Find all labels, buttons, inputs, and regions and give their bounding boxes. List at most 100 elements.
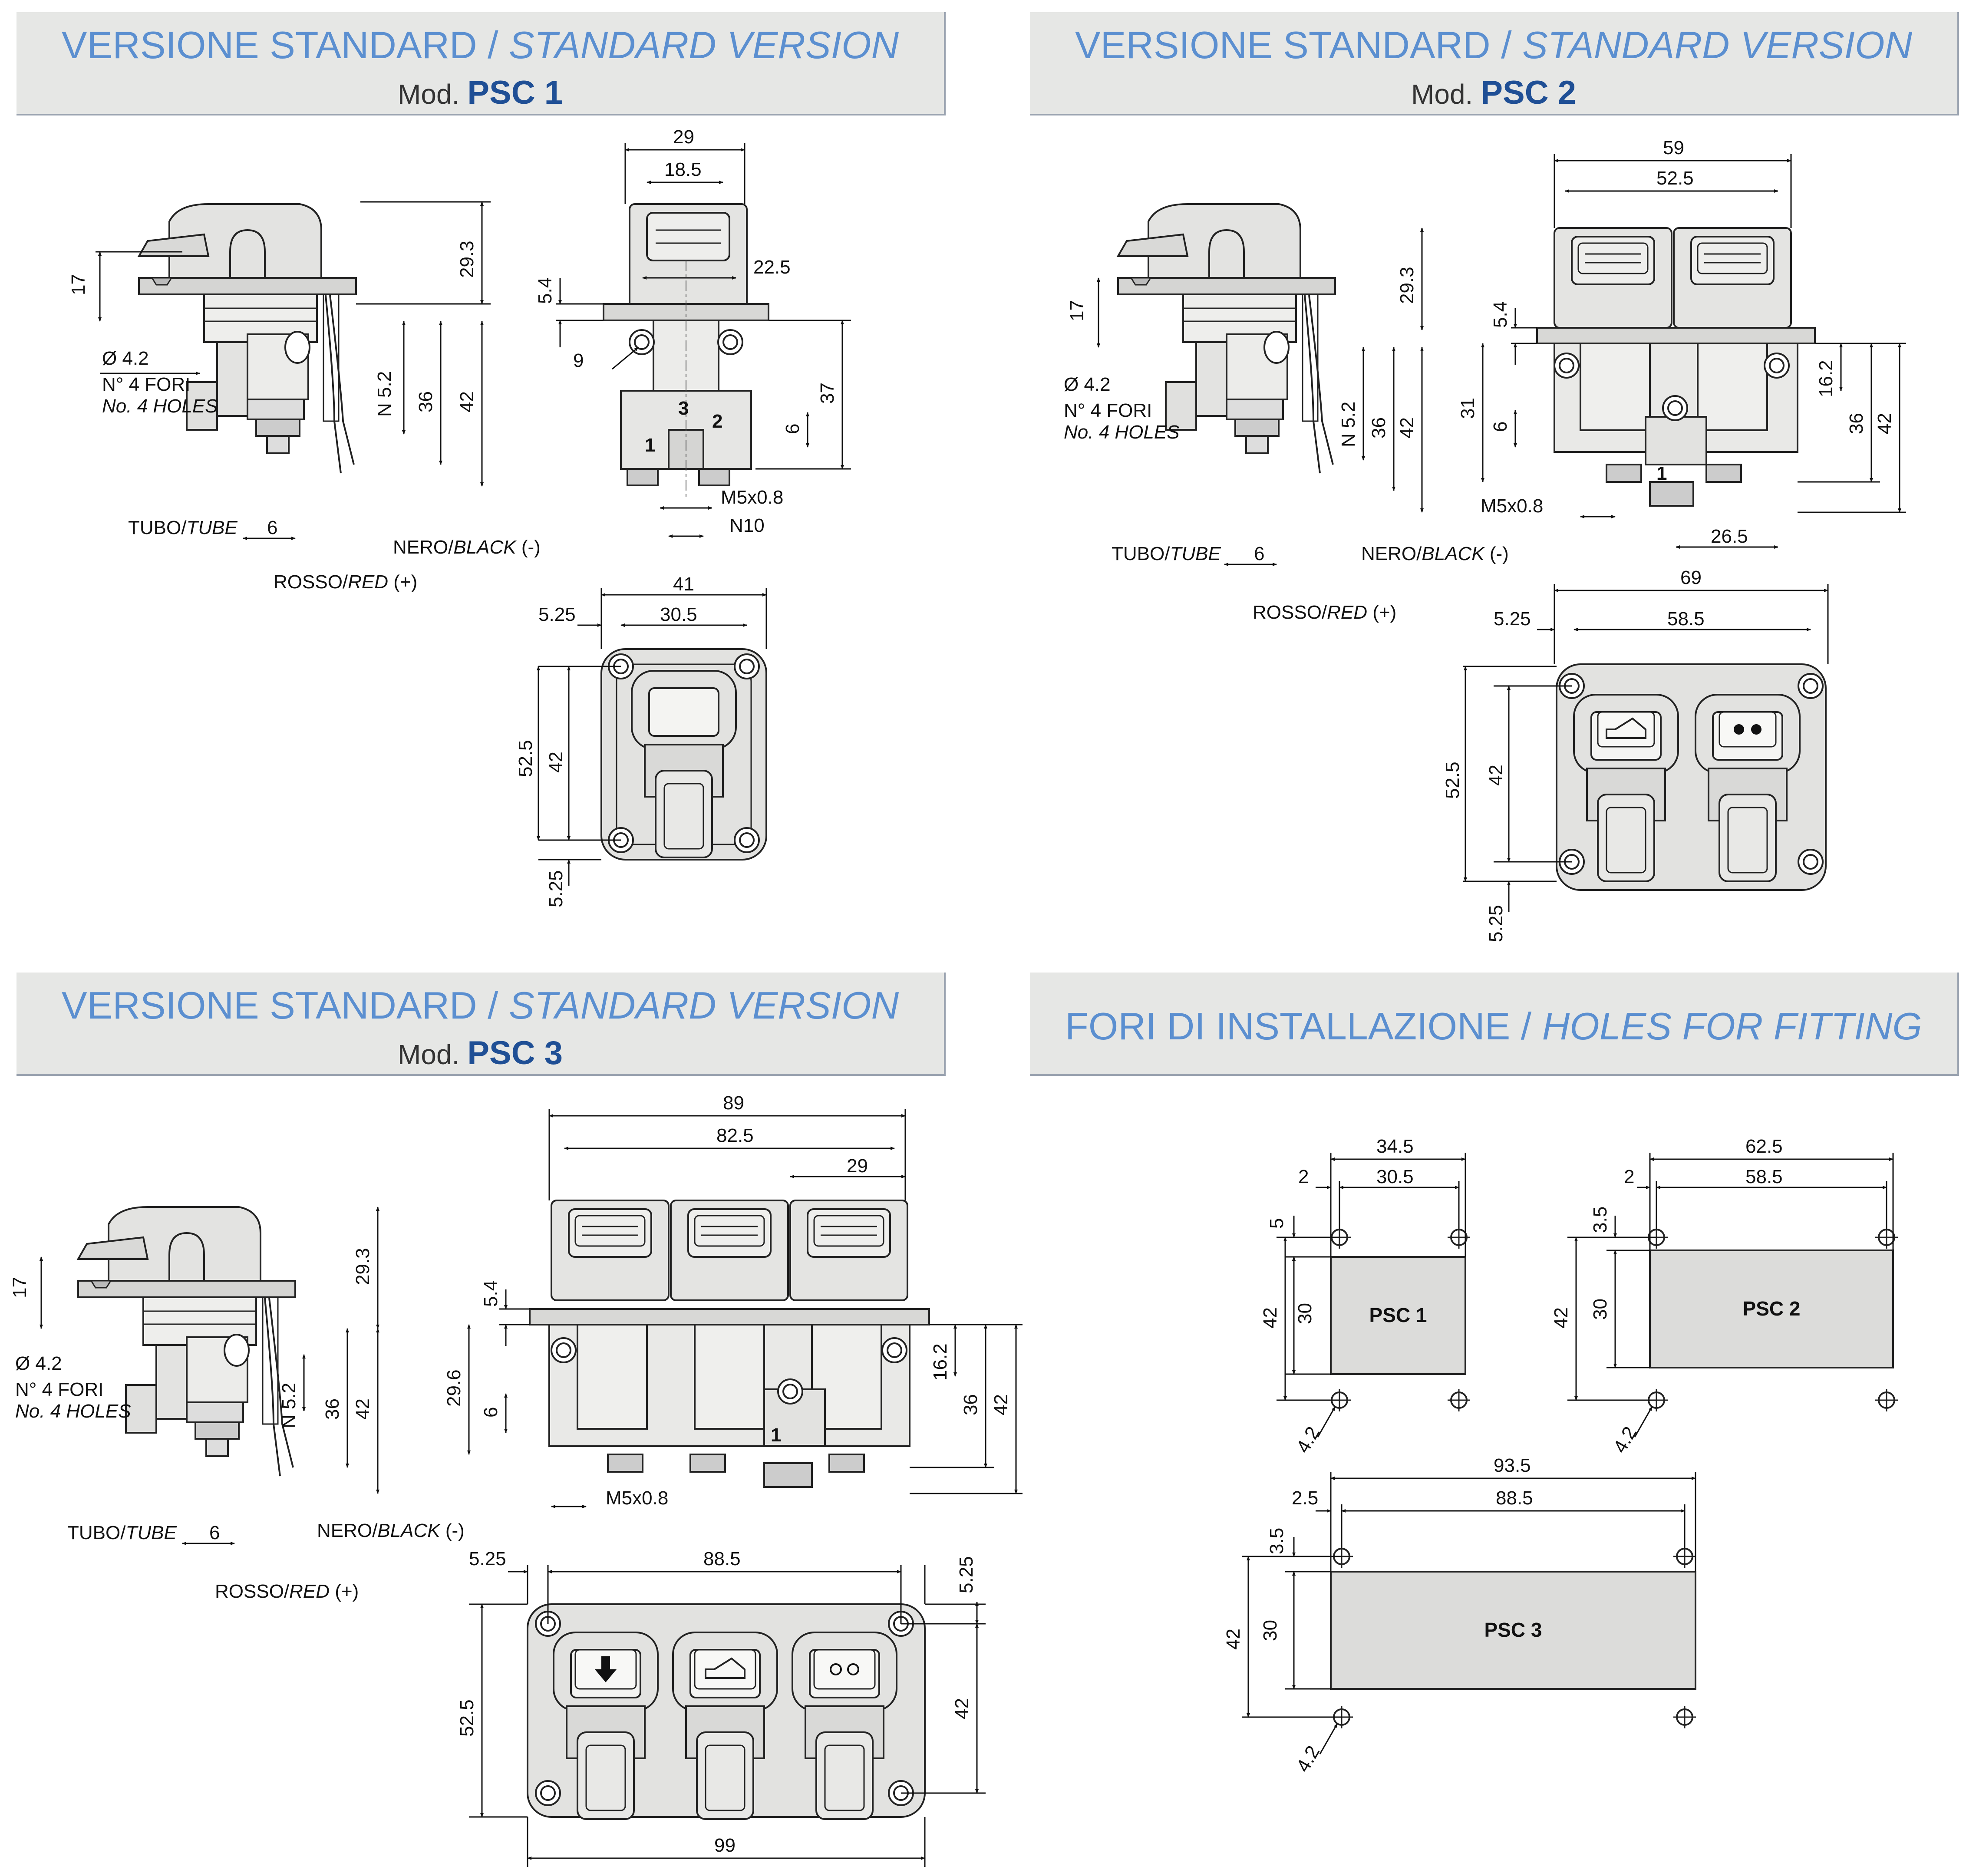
cutout-psc2 — [1649, 1250, 1894, 1368]
thread-label: M5x0.8 — [721, 487, 783, 508]
dim-text: 42 — [1550, 1307, 1572, 1329]
dim-text: 17 — [68, 274, 89, 295]
header-title: VERSIONE STANDARD / STANDARD VERSION — [61, 984, 899, 1027]
dim-text: 88.5 — [1496, 1487, 1533, 1509]
psc1-front-view — [603, 203, 769, 499]
dim-text: 89 — [723, 1092, 744, 1114]
dim-text: 93.5 — [1494, 1455, 1531, 1476]
holes-psc3: PSC 3 93.5 2.5 88.5 3.5 42 30 4.2 — [1223, 1455, 1697, 1776]
holes-label-en: No. 4 HOLES — [102, 396, 218, 417]
cutout-label: PSC 2 — [1743, 1297, 1801, 1320]
truck-icon — [705, 1657, 745, 1679]
wrench-size-label: N10 — [729, 515, 765, 536]
holes-psc2: PSC 2 62.5 2 58.5 3.5 42 30 4.2 — [1550, 1136, 1899, 1457]
dim-text: 42 — [990, 1394, 1012, 1415]
dim-text: 30.5 — [660, 604, 697, 625]
holes-label-en: No. 4 HOLES — [15, 1401, 131, 1422]
dim-text: 42 — [1260, 1307, 1281, 1329]
dim-text: 6 — [480, 1407, 501, 1418]
holes-label-it: N° 4 FORI — [102, 374, 190, 395]
dim-text: 5.4 — [480, 1280, 501, 1307]
dim-text: 36 — [415, 391, 436, 412]
psc1-top-texts: 41 5.25 30.5 52.5 42 5.25 — [515, 574, 697, 907]
dim-text: 3.5 — [1590, 1207, 1611, 1233]
header-holes: FORI DI INSTALLAZIONE / HOLES FOR FITTIN… — [1030, 973, 1959, 1076]
dim-text: 30 — [1294, 1303, 1316, 1324]
holes-label-it: N° 4 FORI — [1064, 400, 1152, 421]
psc3-side-view — [77, 1206, 296, 1477]
lights-icon — [830, 1663, 859, 1675]
black-wire-label: NERO/BLACK (-) — [1361, 543, 1509, 564]
dim-text: 36 — [1846, 413, 1867, 434]
dim-text: 16.2 — [1815, 360, 1837, 397]
psc1-front-dimensions — [556, 143, 851, 538]
dim-text: 29.6 — [443, 1369, 465, 1407]
dim-text: 4.2 — [1609, 1423, 1641, 1457]
dim-text: 42 — [1396, 417, 1418, 439]
dim-text: 52.5 — [1656, 168, 1694, 189]
psc3-front-dimensions — [467, 1109, 1023, 1508]
port-3-label: 3 — [678, 398, 689, 419]
dim-text: 42 — [352, 1398, 373, 1420]
dim-text: 9 — [573, 350, 584, 371]
dim-text: 42 — [1223, 1629, 1244, 1650]
dim-text: 30 — [1260, 1620, 1281, 1641]
dim-text: 5.25 — [545, 870, 567, 907]
dim-text: 2 — [1624, 1166, 1634, 1187]
dim-text: 29.3 — [1396, 267, 1418, 304]
dim-text: 52.5 — [1442, 762, 1463, 799]
dim-text: 36 — [960, 1394, 981, 1415]
red-wire-label: ROSSO/RED (+) — [1253, 602, 1396, 623]
dim-text: 17 — [9, 1277, 30, 1298]
psc3-top-view — [527, 1603, 926, 1820]
dim-text: 5.25 — [1485, 905, 1507, 942]
dim-text: 26.5 — [1711, 526, 1748, 547]
dim-text: 6 — [209, 1522, 220, 1543]
dim-text: 6 — [1490, 422, 1511, 432]
psc2-top-texts: 69 5.25 58.5 52.5 42 5.25 — [1442, 567, 1705, 942]
psc3-side-texts: 17 29.3 N 5.2 36 42 6 Ø 4.2 N° 4 FORI No… — [9, 1248, 465, 1602]
psc3-top-texts: 5.25 88.5 5.25 52.5 42 99 — [456, 1548, 977, 1856]
holes-label-it: N° 4 FORI — [15, 1379, 103, 1400]
dim-text: 4.2 — [1292, 1423, 1324, 1457]
tube-label: TUBO/TUBE — [128, 517, 238, 538]
dim-text: 82.5 — [716, 1125, 754, 1146]
dim-text: N 5.2 — [374, 371, 395, 417]
dim-text: 99 — [714, 1835, 736, 1856]
dim-text: 42 — [545, 752, 567, 773]
dim-text: 58.5 — [1667, 608, 1705, 630]
cutout-psc1 — [1330, 1256, 1466, 1375]
dim-text: 42 — [951, 1698, 973, 1719]
psc1-front-texts: 29 18.5 22.5 5.4 9 37 6 M5x0.8 N10 1 2 3 — [534, 126, 838, 536]
thread-label: M5x0.8 — [1481, 495, 1543, 517]
tube-label: TUBO/TUBE — [1112, 543, 1221, 564]
dim-text: 52.5 — [515, 740, 536, 777]
dim-text: 4.2 — [1292, 1742, 1324, 1776]
port-2-label: 2 — [712, 411, 722, 432]
dim-text: 29 — [847, 1155, 868, 1177]
psc3-side-dimensions — [40, 1207, 379, 1545]
psc2-front-dimensions — [1481, 154, 1906, 549]
dim-text: 59 — [1663, 137, 1684, 158]
dim-text: 16.2 — [930, 1343, 951, 1381]
dim-text: 3.5 — [1266, 1528, 1287, 1554]
port-1-label: 1 — [771, 1424, 781, 1446]
dim-text: 5.25 — [956, 1556, 977, 1593]
psc3-front-texts: 89 82.5 29 5.4 29.6 6 16.2 36 42 M5x0.8 … — [443, 1092, 1012, 1509]
cutout-label: PSC 1 — [1369, 1304, 1427, 1326]
hole-diameter-label: Ø 4.2 — [15, 1353, 62, 1374]
red-wire-label: ROSSO/RED (+) — [215, 1581, 359, 1602]
dim-text: 17 — [1066, 300, 1088, 321]
psc2-front-view — [1536, 227, 1816, 507]
dim-text: 36 — [1368, 417, 1389, 439]
black-wire-label: NERO/BLACK (-) — [317, 1520, 465, 1541]
header-psc2: VERSIONE STANDARD / STANDARD VERSION Mod… — [1030, 12, 1959, 115]
dim-text: 41 — [673, 574, 694, 595]
hole-diameter-label: Ø 4.2 — [1064, 374, 1111, 395]
psc1-top-view — [600, 648, 767, 861]
dim-text: 42 — [1485, 765, 1507, 786]
dim-text: 29.3 — [352, 1248, 373, 1285]
tube-label: TUBO/TUBE — [67, 1522, 177, 1543]
dim-text: 62.5 — [1745, 1136, 1783, 1157]
